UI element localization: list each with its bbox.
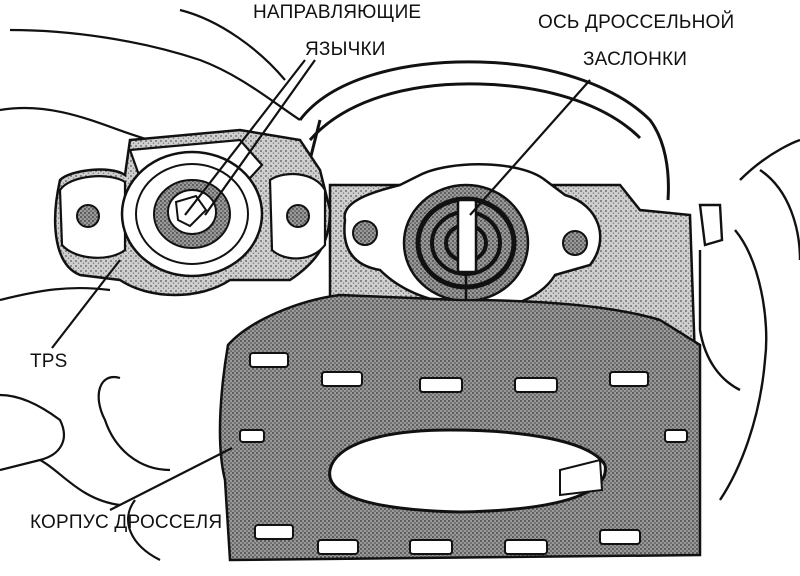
label-throttle-shaft-line2: ЗАСЛОНКИ <box>583 49 688 70</box>
leader-tps <box>51 259 121 349</box>
leader-shaft <box>469 79 591 216</box>
tps-sensor <box>54 128 332 297</box>
plate-slots <box>239 352 688 555</box>
throttle-body-plate <box>218 293 702 562</box>
throttle-bore <box>328 428 607 514</box>
leader-lines <box>51 59 591 511</box>
right-bracket <box>698 138 800 501</box>
label-guide-tabs-line1: НАПРАВЛЯЮЩИЕ <box>253 2 422 23</box>
intake-drum <box>298 60 670 201</box>
label-guide-tabs-line2: ЯЗЫЧКИ <box>305 39 386 60</box>
label-throttle-body: КОРПУС ДРОССЕЛЯ <box>30 512 223 533</box>
leader-throttle-body <box>109 447 233 511</box>
leader-guide-tabs-a <box>184 59 306 216</box>
hand-outline <box>0 8 301 561</box>
leader-guide-tabs-b <box>204 59 316 216</box>
label-throttle-shaft-line1: ОСЬ ДРОССЕЛЬНОЙ <box>538 12 735 33</box>
label-tps: TPS <box>30 351 68 372</box>
